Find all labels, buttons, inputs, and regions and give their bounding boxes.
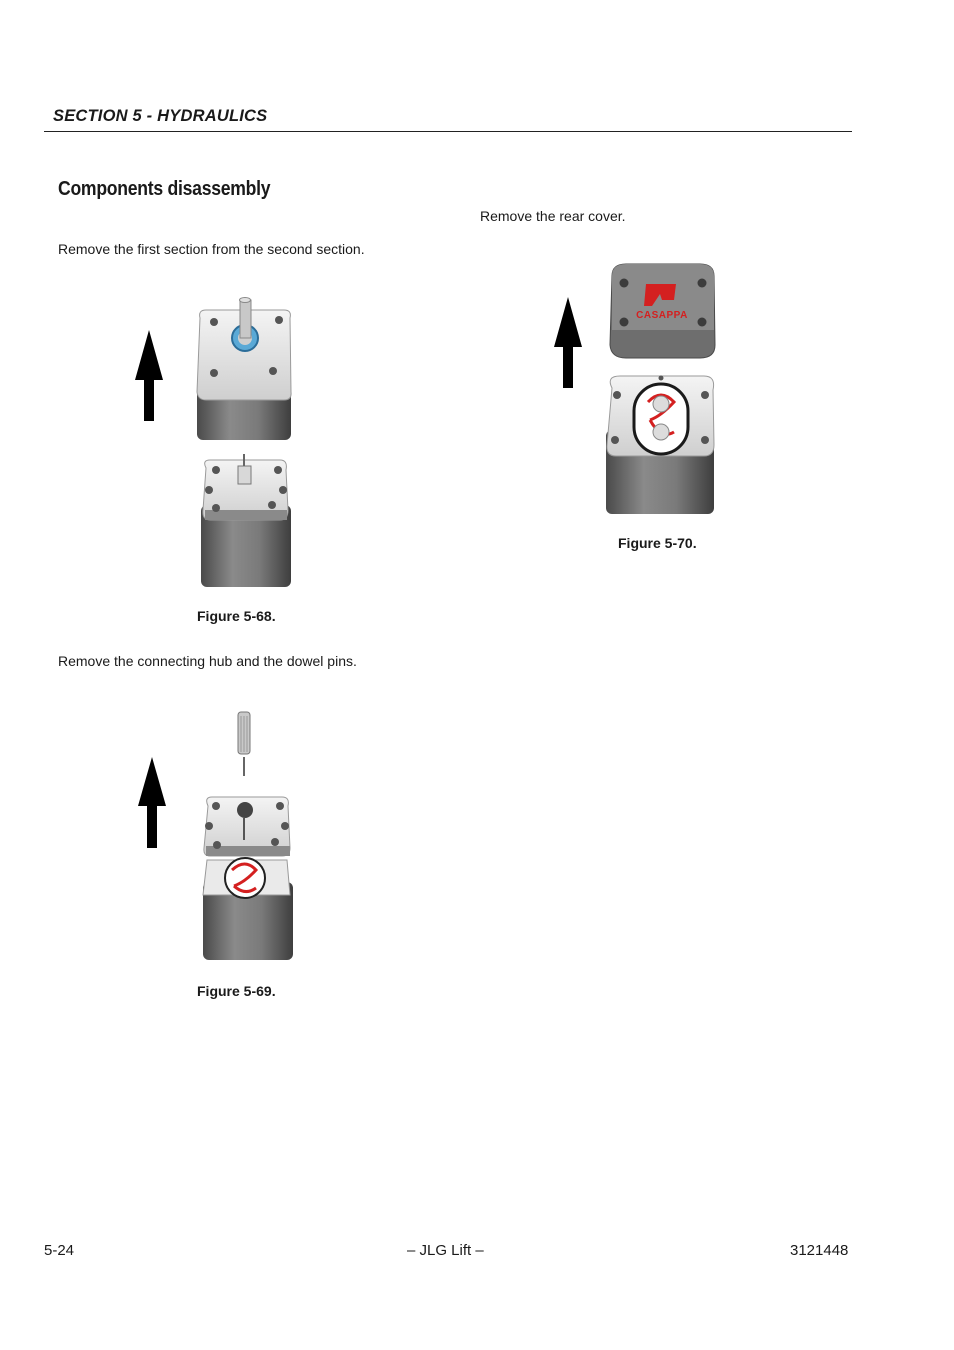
page-heading: Components disassembly xyxy=(58,178,271,200)
step-1-text: Remove the first section from the second… xyxy=(58,241,365,257)
up-arrow-icon xyxy=(138,757,166,848)
cover-logo-text: CASAPPA xyxy=(636,310,688,321)
footer-center-text: – JLG Lift – xyxy=(407,1242,484,1259)
up-arrow-icon xyxy=(135,330,163,421)
figure-5-69-caption: Figure 5-69. xyxy=(197,983,276,999)
page-number: 5-24 xyxy=(44,1242,75,1259)
section-title: SECTION 5 - HYDRAULICS xyxy=(53,107,268,125)
figure-5-68-illustration xyxy=(135,297,292,587)
figure-5-69-illustration xyxy=(138,711,293,960)
header-rule xyxy=(44,131,852,132)
up-arrow-icon xyxy=(554,297,582,388)
step-3-text: Remove the rear cover. xyxy=(480,208,626,224)
casappa-logo: CASAPPA xyxy=(636,284,688,321)
figure-5-70-caption: Figure 5-70. xyxy=(618,535,697,551)
figure-5-70-illustration: CASAPPA xyxy=(554,263,716,514)
step-2-text: Remove the connecting hub and the dowel … xyxy=(58,653,357,669)
figure-5-68-caption: Figure 5-68. xyxy=(197,608,276,624)
doc-number: 3121448 xyxy=(790,1242,849,1259)
